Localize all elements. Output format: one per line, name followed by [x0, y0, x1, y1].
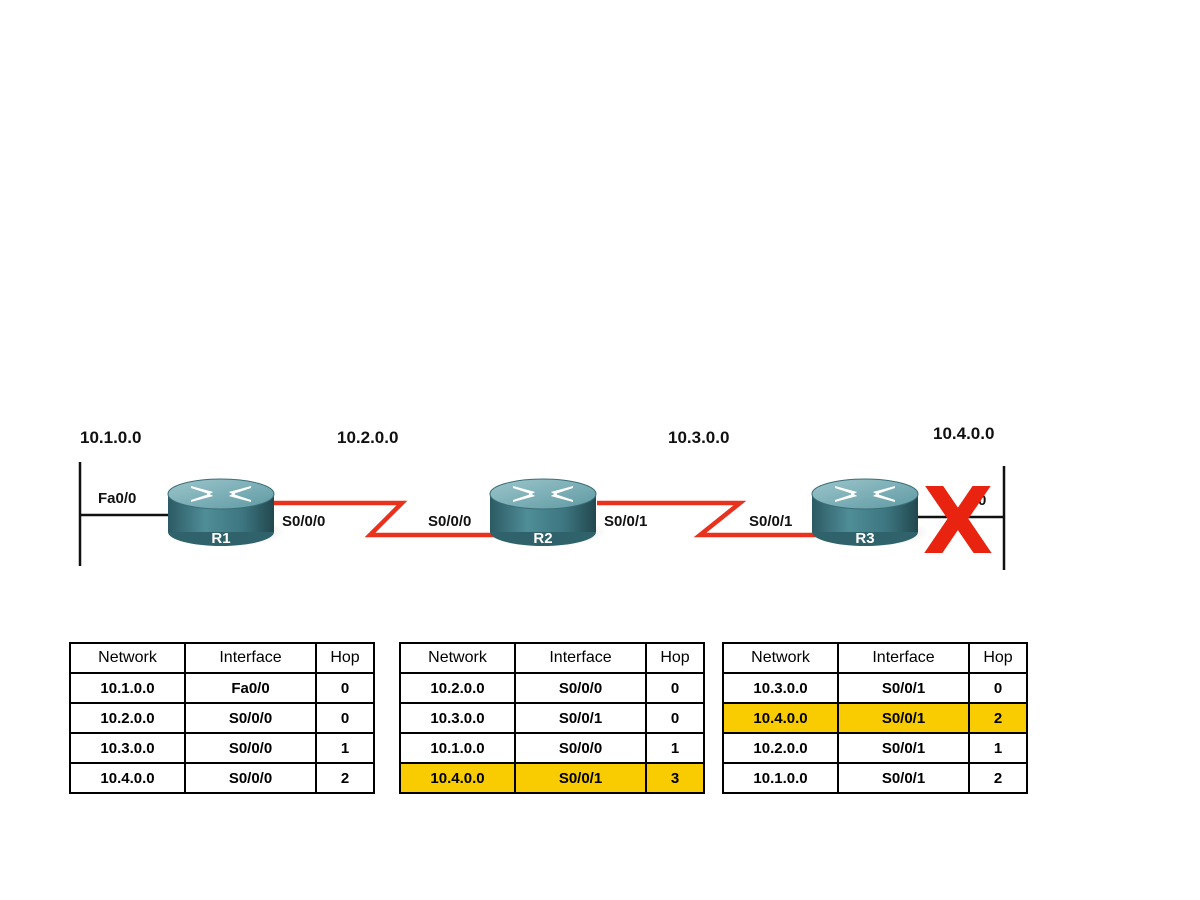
- interface-cell: S0/0/0: [184, 732, 317, 764]
- hop-cell: 2: [968, 762, 1028, 794]
- router-r2: R2: [489, 478, 608, 547]
- network-cell: 10.2.0.0: [399, 672, 516, 704]
- table-header-row: Network Interface Hop: [722, 642, 1028, 674]
- network-cell: 10.4.0.0: [722, 702, 839, 734]
- column-header: Interface: [514, 642, 647, 674]
- interface-label: S0/0/1: [749, 513, 792, 530]
- interface-label: 0: [978, 492, 986, 509]
- router-label: R2: [533, 530, 552, 547]
- hop-cell: 0: [315, 672, 375, 704]
- network-label: 10.4.0.0: [933, 424, 994, 443]
- serial-link-r2-r3: [597, 500, 820, 538]
- network-cell: 10.3.0.0: [722, 672, 839, 704]
- hop-cell: 1: [968, 732, 1028, 764]
- interface-cell: S0/0/1: [837, 702, 970, 734]
- network-cell: 10.1.0.0: [722, 762, 839, 794]
- interface-label: S0/0/0: [428, 513, 471, 530]
- hop-cell: 2: [968, 702, 1028, 734]
- interface-cell: S0/0/0: [514, 672, 647, 704]
- router-label: R1: [211, 530, 230, 547]
- hop-cell: 1: [315, 732, 375, 764]
- hop-cell: 3: [645, 762, 705, 794]
- interface-cell: S0/0/1: [514, 762, 647, 794]
- network-cell: 10.4.0.0: [69, 762, 186, 794]
- interface-cell: S0/0/1: [837, 732, 970, 764]
- network-cell: 10.3.0.0: [69, 732, 186, 764]
- network-cell: 10.1.0.0: [69, 672, 186, 704]
- column-header: Interface: [837, 642, 970, 674]
- interface-label: S0/0/1: [604, 513, 647, 530]
- column-header: Hop: [315, 642, 375, 674]
- network-cell: 10.2.0.0: [69, 702, 186, 734]
- table-header-row: Network Interface Hop: [399, 642, 705, 674]
- interface-cell: S0/0/0: [184, 762, 317, 794]
- interface-cell: Fa0/0: [184, 672, 317, 704]
- network-cell: 10.1.0.0: [399, 732, 516, 764]
- hop-cell: 0: [645, 702, 705, 734]
- hop-cell: 0: [968, 672, 1028, 704]
- router-r1: R1: [167, 478, 286, 547]
- network-label: 10.1.0.0: [80, 428, 141, 447]
- column-header: Hop: [968, 642, 1028, 674]
- column-header: Network: [399, 642, 516, 674]
- interface-cell: S0/0/1: [837, 762, 970, 794]
- table-header-row: Network Interface Hop: [69, 642, 375, 674]
- network-cell: 10.3.0.0: [399, 702, 516, 734]
- interface-cell: S0/0/0: [184, 702, 317, 734]
- network-label: 10.2.0.0: [337, 428, 398, 447]
- router-r3: R3: [811, 478, 930, 547]
- column-header: Interface: [184, 642, 317, 674]
- column-header: Network: [69, 642, 186, 674]
- hop-cell: 0: [315, 702, 375, 734]
- network-label: 10.3.0.0: [668, 428, 729, 447]
- column-header: Network: [722, 642, 839, 674]
- column-header: Hop: [645, 642, 705, 674]
- serial-link-r1-r2: [272, 500, 498, 538]
- hop-cell: 0: [645, 672, 705, 704]
- network-topology-diagram: R1 R2 R3 10.1.0.0 10.2.0.0 10.3.0.0 10.4…: [78, 424, 1006, 575]
- interface-label: Fa0/0: [98, 490, 136, 507]
- interface-cell: S0/0/1: [514, 702, 647, 734]
- hop-cell: 2: [315, 762, 375, 794]
- link-failure-x-icon: X: [923, 468, 994, 575]
- hop-cell: 1: [645, 732, 705, 764]
- interface-cell: S0/0/1: [837, 672, 970, 704]
- router-label: R3: [855, 530, 874, 547]
- network-cell: 10.2.0.0: [722, 732, 839, 764]
- interface-label: S0/0/0: [282, 513, 325, 530]
- interface-cell: S0/0/0: [514, 732, 647, 764]
- network-cell: 10.4.0.0: [399, 762, 516, 794]
